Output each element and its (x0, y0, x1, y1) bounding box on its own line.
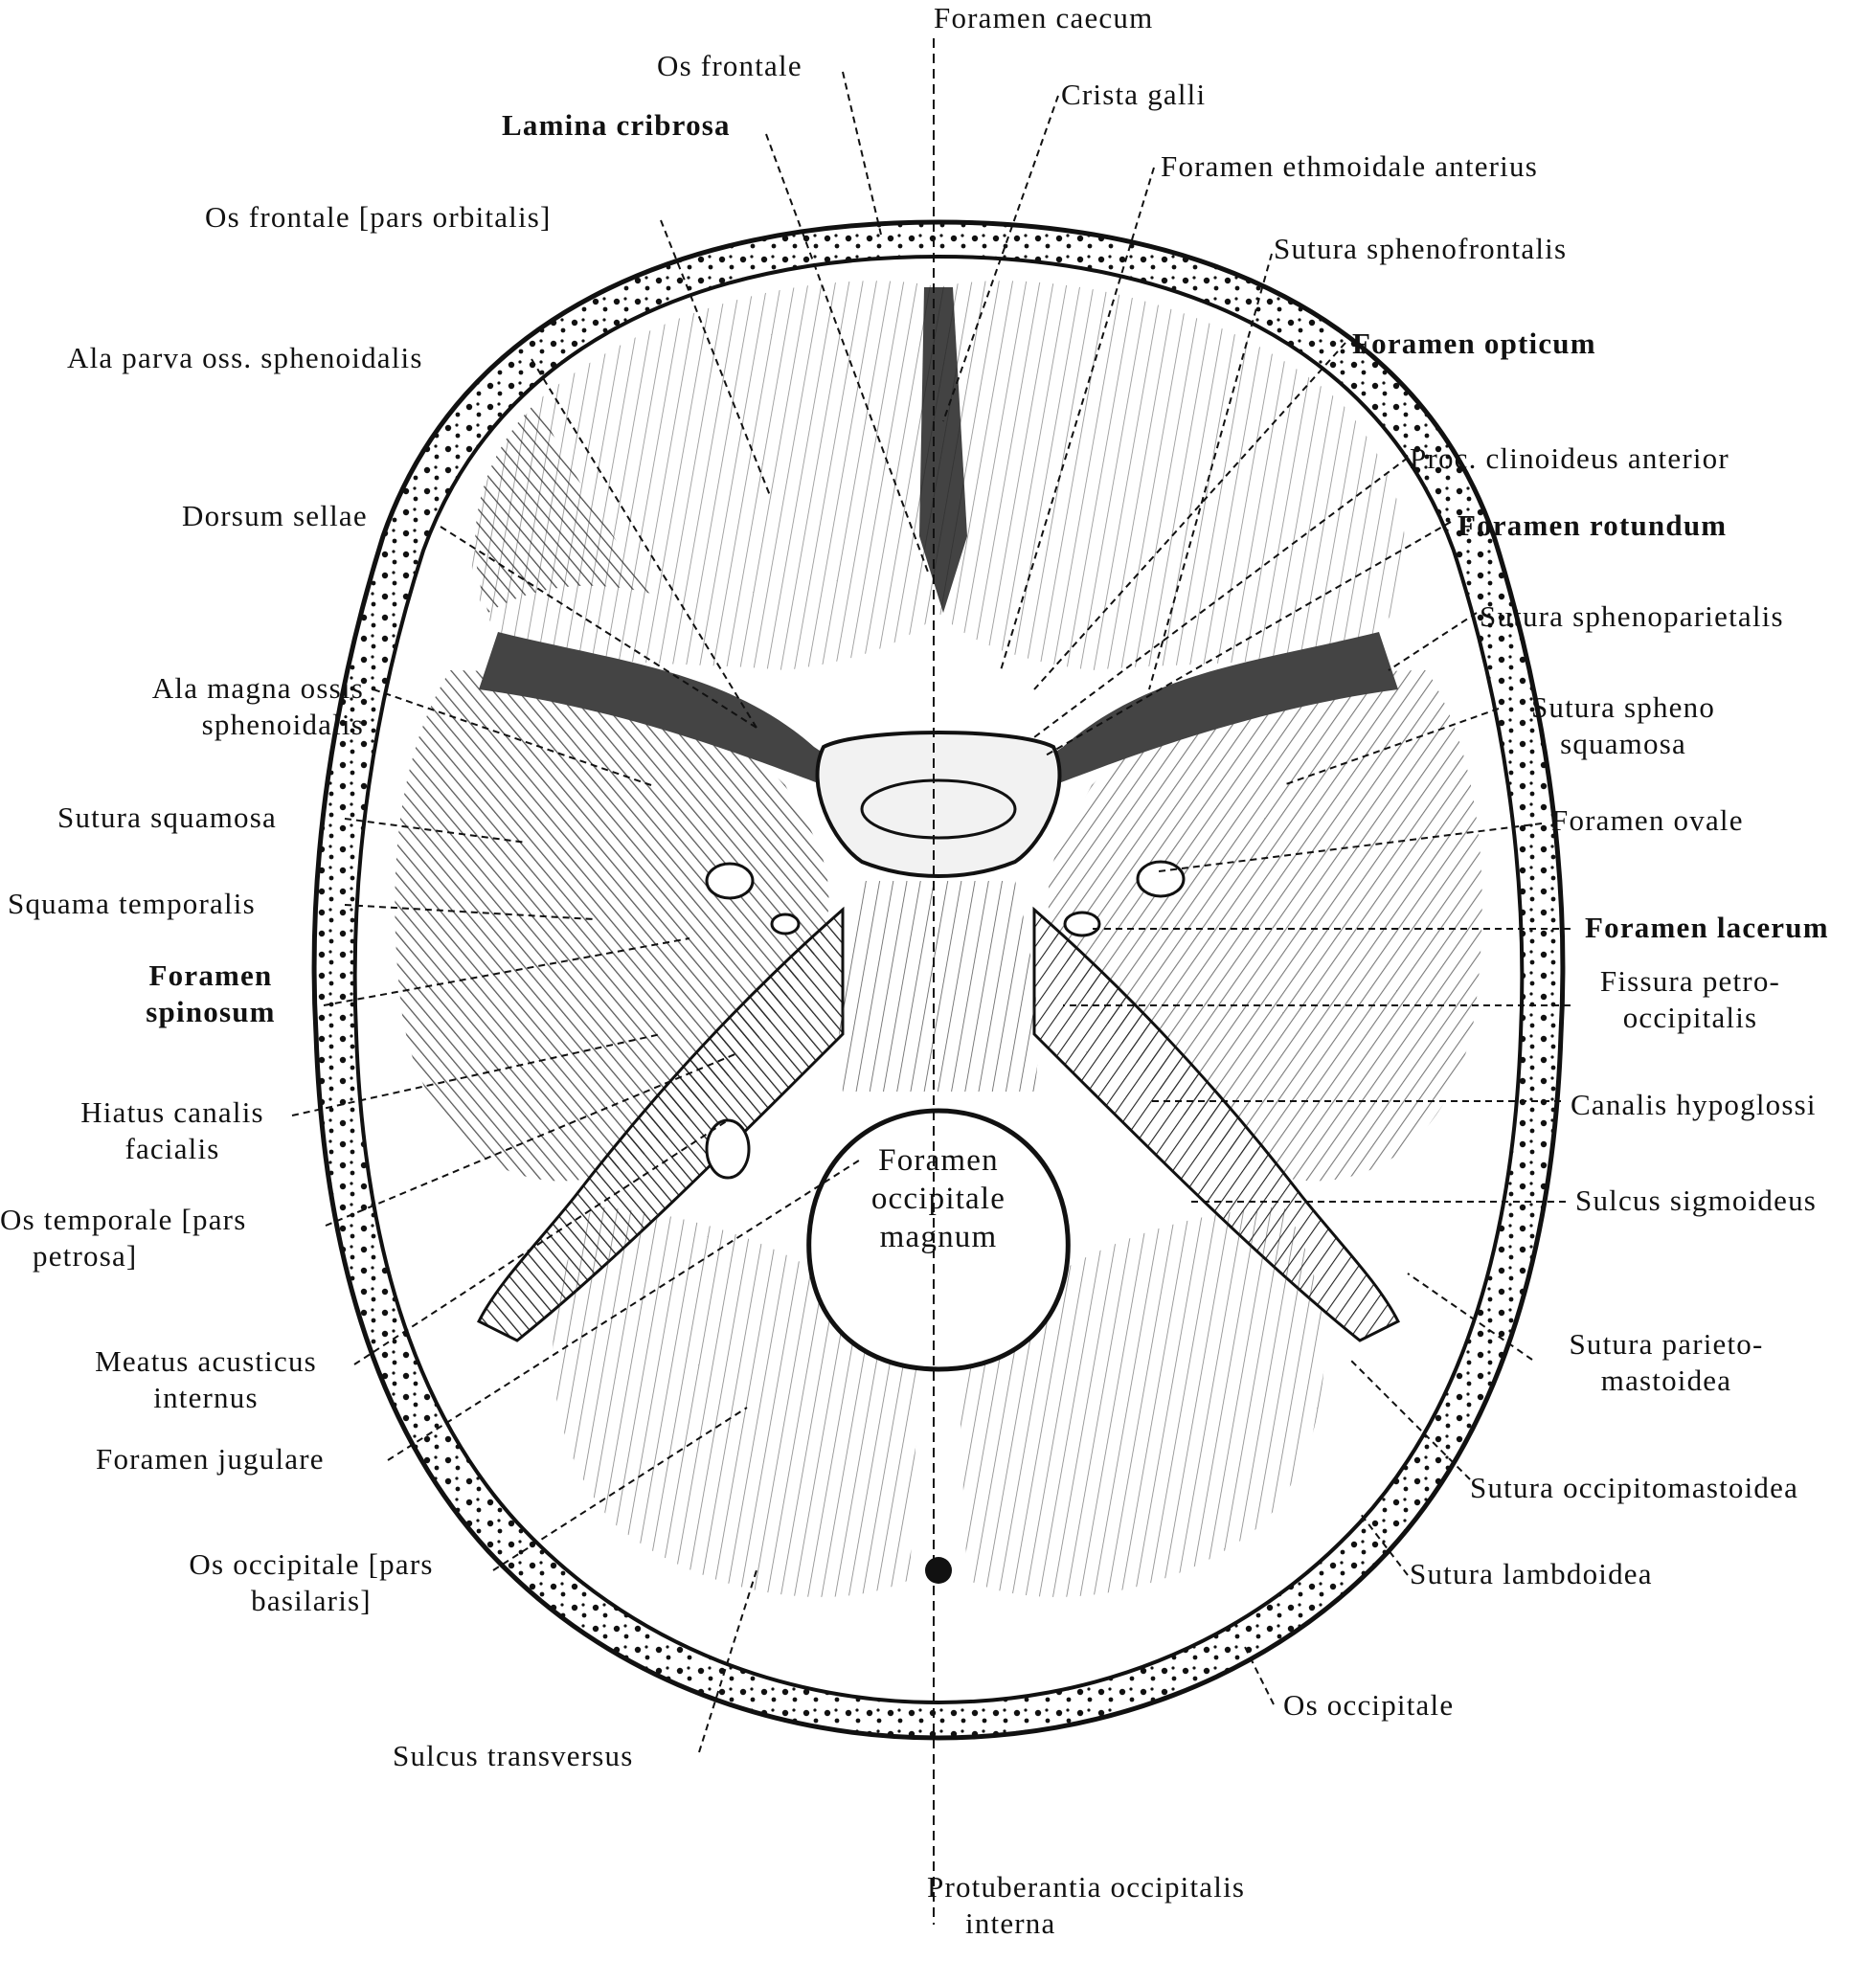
label-os-frontale-pars-orbitalis: Os frontale [pars orbitalis] (205, 200, 552, 234)
label-sutura-sphenoparietalis: Sutura sphenoparietalis (1480, 599, 1784, 633)
label-sutura-squamosa: Sutura squamosa (57, 800, 277, 834)
label-os-frontale: Os frontale (657, 49, 802, 82)
label-meatus-line2: internus (153, 1381, 259, 1414)
label-sutura-spheno-line2: squamosa (1560, 727, 1686, 760)
label-proc-clinoideus-anterior: Proc. clinoideus anterior (1410, 441, 1729, 475)
label-sutura-occipitomastoidea: Sutura occipitomastoidea (1470, 1471, 1799, 1504)
label-hiatus-canalis-facialis: Hiatus canalis facialis (48, 1094, 297, 1167)
label-os-occipitale-basilaris-line1: Os occipitale [pars (189, 1547, 434, 1581)
label-foramen-occipitale-magnum: Foramen occipitale magnum (833, 1141, 1044, 1256)
label-sutura-sphenofrontalis: Sutura sphenofrontalis (1274, 232, 1568, 265)
label-sulcus-sigmoideus: Sulcus sigmoideus (1575, 1183, 1818, 1217)
label-protuberantia-line1: Protuberantia occipitalis (927, 1870, 1246, 1904)
label-foramen-spinosum-line1: Foramen (148, 958, 273, 992)
label-foramen-spinosum-line2: spinosum (146, 995, 276, 1028)
label-dorsum-sellae: Dorsum sellae (182, 499, 368, 532)
label-canalis-hypoglossi: Canalis hypoglossi (1571, 1088, 1817, 1121)
label-hiatus-line1: Hiatus canalis (80, 1095, 264, 1129)
left-petrous-ridge (476, 906, 845, 1342)
label-fissura-line1: Fissura petro- (1599, 964, 1781, 998)
label-foramen-ovale: Foramen ovale (1551, 803, 1744, 837)
label-crista-galli: Crista galli (1061, 78, 1207, 111)
label-foramen-magnum-line3: magnum (879, 1220, 998, 1254)
label-os-occipitale-basilaris-line2: basilaris] (251, 1584, 372, 1617)
label-foramen-spinosum: Foramen spinosum (96, 958, 326, 1030)
label-sutura-spheno-line1: Sutura spheno (1530, 690, 1716, 724)
label-os-temporale-line1: Os temporale [pars (0, 1203, 247, 1236)
label-foramen-magnum-line2: occipitale (870, 1182, 1006, 1216)
label-os-temporale-pars-petrosa: Os temporale [pars petrosa] (0, 1202, 246, 1274)
right-petrous-ridge (1032, 906, 1401, 1342)
label-fissura-petro-occipitalis: Fissura petro- occipitalis (1551, 963, 1829, 1036)
label-sutura-parieto-line1: Sutura parieto- (1569, 1327, 1764, 1361)
label-fissura-line2: occipitalis (1622, 1001, 1758, 1034)
label-ala-magna: Ala magna ossis sphenoidalis (86, 670, 364, 743)
label-sutura-parieto-mastoidea: Sutura parieto- mastoidea (1527, 1326, 1805, 1399)
label-squama-temporalis: Squama temporalis (8, 887, 256, 920)
label-protuberantia-line2: interna (965, 1906, 1056, 1940)
label-lamina-cribrosa: Lamina cribrosa (502, 108, 731, 142)
label-os-occipitale-pars-basilaris: Os occipitale [pars basilaris] (153, 1546, 469, 1619)
label-foramen-rotundum: Foramen rotundum (1458, 508, 1728, 542)
label-ala-magna-line2: sphenoidalis (201, 708, 364, 741)
label-ala-magna-line1: Ala magna ossis (151, 671, 364, 705)
label-foramen-jugulare: Foramen jugulare (96, 1442, 325, 1476)
label-sutura-lambdoidea: Sutura lambdoidea (1410, 1557, 1653, 1590)
label-os-temporale-line2: petrosa] (33, 1239, 138, 1273)
label-sutura-parieto-line2: mastoidea (1600, 1364, 1732, 1397)
foramen-magnum-outline (806, 1108, 1071, 1372)
label-sulcus-transversus: Sulcus transversus (393, 1739, 634, 1772)
label-meatus-acusticus-internus: Meatus acusticus internus (57, 1343, 354, 1416)
sella-turcica (815, 731, 1062, 878)
label-sutura-spheno-squamosa: Sutura spheno squamosa (1494, 689, 1752, 762)
label-hiatus-line2: facialis (124, 1132, 220, 1165)
label-foramen-caecum: Foramen caecum (934, 1, 1154, 34)
label-ala-parva: Ala parva oss. sphenoidalis (67, 341, 423, 374)
label-protuberantia-occipitalis-interna: Protuberantia occipitalis interna (927, 1869, 1329, 1942)
label-meatus-line1: Meatus acusticus (95, 1344, 317, 1378)
label-os-occipitale: Os occipitale (1283, 1688, 1455, 1722)
label-foramen-opticum: Foramen opticum (1352, 327, 1596, 360)
label-foramen-magnum-line1: Foramen (878, 1143, 999, 1178)
label-foramen-lacerum: Foramen lacerum (1585, 911, 1829, 944)
label-foramen-ethmoidale-anterius: Foramen ethmoidale anterius (1161, 149, 1538, 183)
